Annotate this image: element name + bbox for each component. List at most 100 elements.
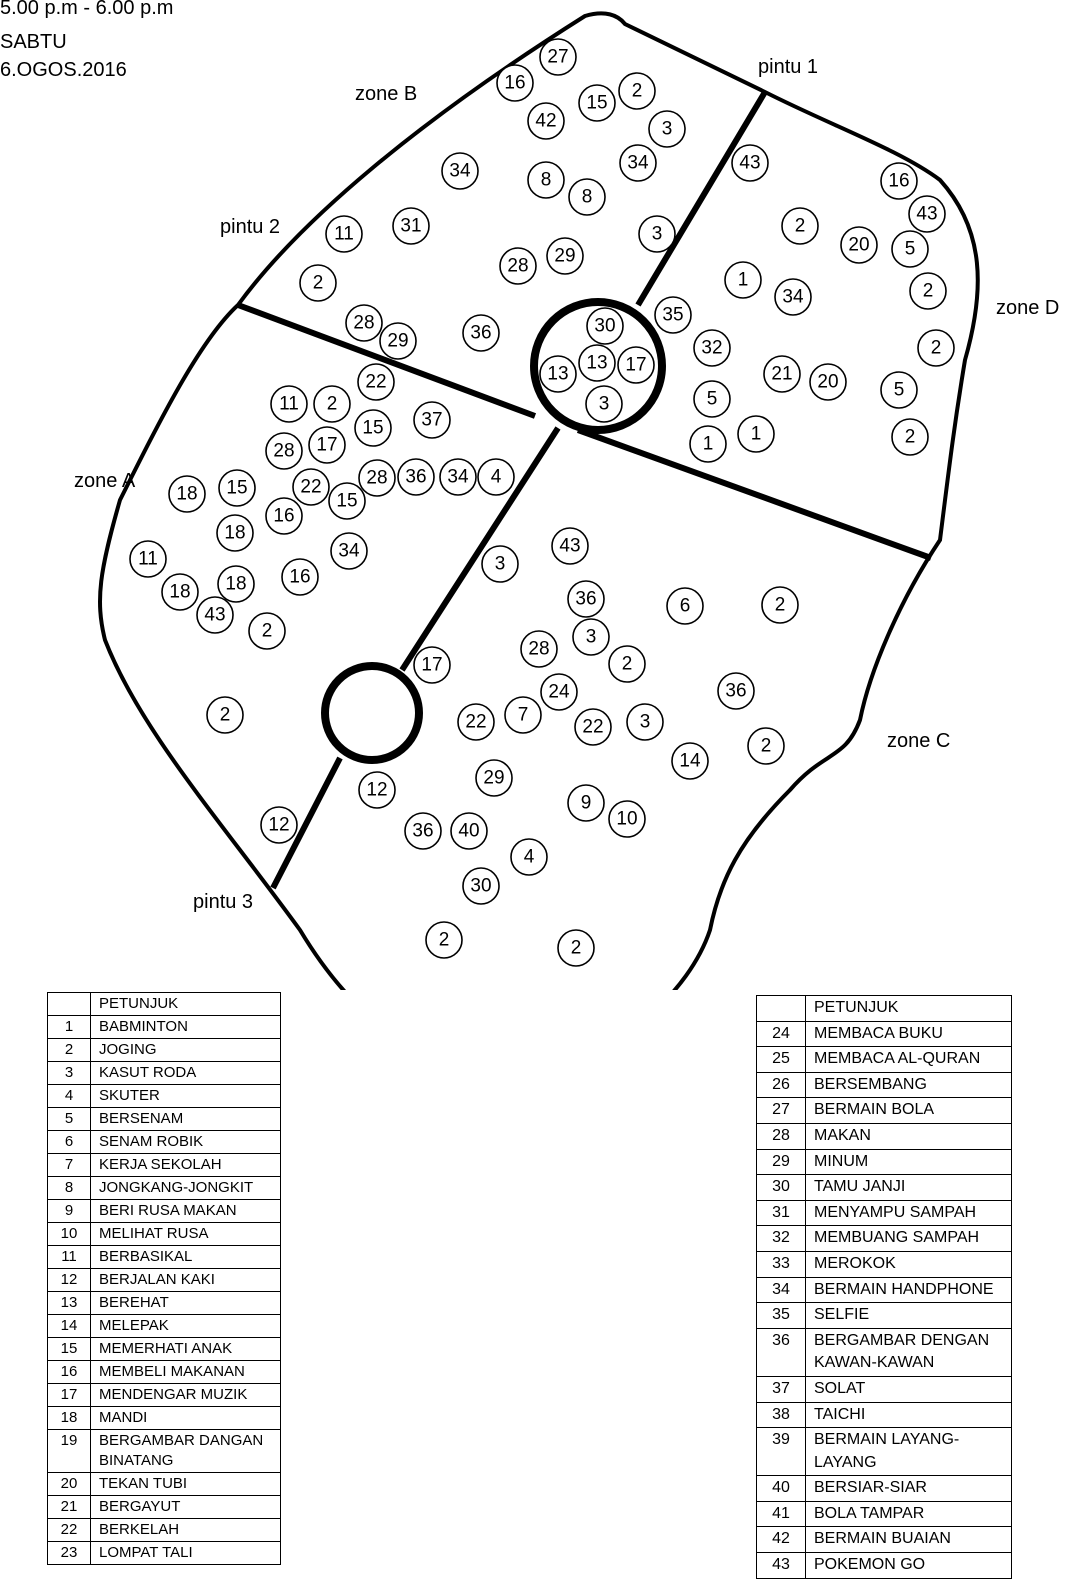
- marker-number: 2: [571, 938, 582, 959]
- marker-number: 2: [262, 621, 273, 642]
- activity-marker: 24: [540, 673, 578, 711]
- marker-circle: [654, 296, 692, 334]
- marker-circle: [568, 178, 606, 216]
- marker-circle: [358, 459, 396, 497]
- zone-c-label: zone C: [887, 730, 950, 752]
- marker-number: 2: [775, 595, 786, 616]
- activity-marker: 3: [626, 703, 664, 741]
- legend-number: 42: [756, 1526, 806, 1554]
- marker-circle: [540, 673, 578, 711]
- marker-number: 27: [547, 47, 568, 68]
- activity-marker: 14: [671, 742, 709, 780]
- marker-circle: [557, 929, 595, 967]
- marker-circle: [586, 307, 624, 345]
- legend-activity: BERGAMBAR DANGAN BINATANG: [90, 1429, 281, 1473]
- marker-circle: [404, 812, 442, 850]
- activity-marker: 3: [638, 215, 676, 253]
- legend-activity: MELIHAT RUSA: [90, 1222, 281, 1246]
- marker-circle: [693, 380, 731, 418]
- marker-circle: [572, 618, 610, 656]
- legend-activity: JONGKANG-JONGKIT: [90, 1176, 281, 1200]
- marker-circle: [358, 771, 396, 809]
- marker-number: 15: [362, 418, 383, 439]
- marker-number: 42: [535, 111, 556, 132]
- marker-number: 8: [582, 187, 593, 208]
- legend-number: 32: [756, 1225, 806, 1252]
- marker-number: 29: [483, 768, 504, 789]
- legend-number: 2: [47, 1038, 91, 1062]
- marker-circle: [379, 322, 417, 360]
- activity-marker: 15: [218, 469, 256, 507]
- activity-marker: 15: [354, 409, 392, 447]
- activity-marker: 5: [693, 380, 731, 418]
- activity-marker: 2: [313, 385, 351, 423]
- legend-number: 22: [47, 1518, 91, 1542]
- activity-marker: 28: [520, 630, 558, 668]
- marker-number: 22: [300, 477, 321, 498]
- marker-number: 17: [625, 355, 646, 376]
- activity-marker: 2: [299, 264, 337, 302]
- legend-activity: SOLAT: [805, 1375, 1012, 1403]
- legend-activity: BERKELAH: [90, 1518, 281, 1542]
- marker-circle: [527, 102, 565, 140]
- gate-1-label: pintu 1: [758, 56, 818, 78]
- legend-number: 38: [756, 1401, 806, 1429]
- marker-number: 2: [905, 427, 916, 448]
- legend-activity: BERMAIN LAYANG-LAYANG: [805, 1427, 1012, 1477]
- marker-number: 1: [751, 424, 762, 445]
- activity-marker: 10: [608, 800, 646, 838]
- activity-marker: 43: [551, 527, 589, 565]
- activity-marker: 28: [358, 459, 396, 497]
- activity-marker: 36: [397, 458, 435, 496]
- activity-marker: 8: [568, 178, 606, 216]
- legend-number: 14: [47, 1314, 91, 1338]
- activity-marker: 43: [731, 144, 769, 182]
- marker-circle: [481, 545, 519, 583]
- legend-number: 34: [756, 1276, 806, 1304]
- legend-header-blank: [47, 992, 91, 1016]
- marker-circle: [737, 415, 775, 453]
- marker-number: 17: [421, 655, 442, 676]
- marker-number: 16: [289, 567, 310, 588]
- legend-activity: LOMPAT TALI: [90, 1541, 281, 1565]
- marker-number: 2: [761, 736, 772, 757]
- marker-circle: [217, 565, 255, 603]
- legend-number: 19: [47, 1429, 91, 1473]
- marker-circle: [648, 110, 686, 148]
- legend-number: 17: [47, 1383, 91, 1407]
- marker-circle: [693, 329, 731, 367]
- marker-number: 36: [575, 589, 596, 610]
- header-date: 6.OGOS.2016: [0, 59, 127, 81]
- marker-circle: [618, 72, 656, 110]
- activity-marker: 27: [539, 38, 577, 76]
- marker-number: 3: [586, 627, 597, 648]
- marker-number: 5: [707, 389, 718, 410]
- activity-marker: 17: [413, 646, 451, 684]
- legend-number: 25: [756, 1046, 806, 1073]
- marker-number: 34: [782, 287, 804, 308]
- legend-activity: MEMERHATI ANAK: [90, 1337, 281, 1361]
- marker-number: 2: [632, 81, 643, 102]
- activity-marker: 43: [196, 596, 234, 634]
- park-boundary: [98, 11, 980, 990]
- legend-activity: BERI RUSA MAKAN: [90, 1199, 281, 1223]
- legend-activity: MEMBUANG SAMPAH: [805, 1225, 1012, 1252]
- activity-marker: 29: [546, 237, 584, 275]
- marker-number: 11: [334, 224, 354, 245]
- activity-marker: 31: [392, 207, 430, 245]
- activity-marker: 16: [265, 497, 303, 535]
- marker-circle: [325, 215, 363, 253]
- activity-marker: 28: [265, 432, 303, 470]
